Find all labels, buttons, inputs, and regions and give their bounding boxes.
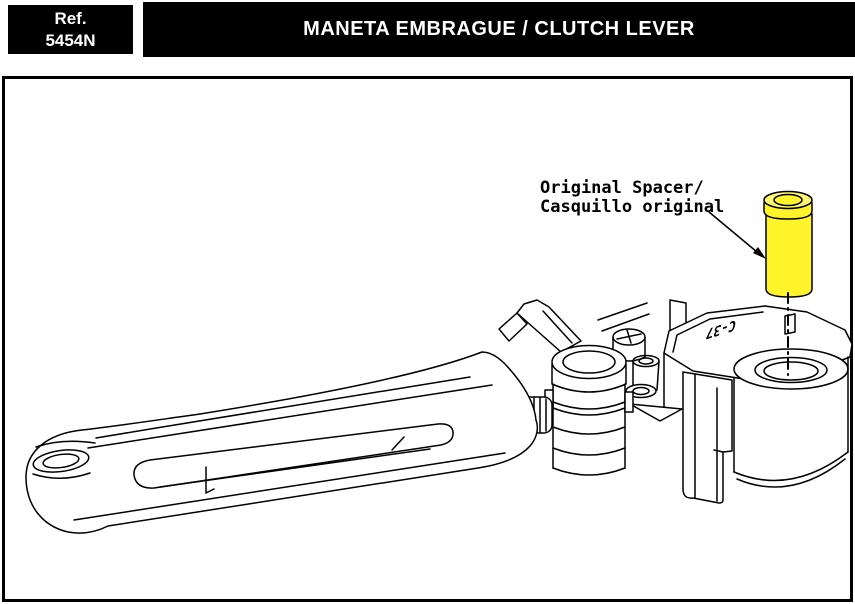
cable-guide-wedge bbox=[629, 403, 683, 422]
annotation-line2: Casquillo original bbox=[540, 197, 724, 217]
cam-notch bbox=[498, 312, 528, 342]
boss-hole bbox=[763, 361, 819, 381]
ball-end-rim bbox=[32, 440, 96, 479]
leader-line bbox=[708, 211, 758, 253]
bracket-strut bbox=[597, 302, 650, 332]
pivot-eye-wall bbox=[551, 363, 627, 393]
pivot-eye-inner bbox=[562, 350, 616, 374]
bracket-top-chamfer bbox=[672, 311, 764, 353]
bracket-top-tab bbox=[784, 313, 796, 335]
annotation-leader bbox=[708, 211, 766, 259]
annotation-line1: Original Spacer/ bbox=[540, 178, 704, 198]
screw-slot-cross bbox=[616, 329, 642, 344]
bracket-perch: C-37 bbox=[597, 299, 853, 504]
original-spacer bbox=[763, 190, 813, 298]
clamp-ear-top-hole bbox=[638, 357, 654, 365]
blade-slot bbox=[133, 423, 454, 489]
cam-arm-line bbox=[542, 310, 573, 344]
cable-cam-arm bbox=[516, 299, 582, 353]
blade-contours bbox=[73, 376, 506, 521]
boss-cylinder-sides bbox=[733, 356, 849, 473]
lever-blade bbox=[25, 351, 539, 534]
leader-arrowhead bbox=[753, 247, 766, 259]
boss-cylinder-bottom bbox=[733, 451, 849, 488]
clamp-ear-bottom-hole bbox=[632, 386, 650, 396]
blade-slot-lines bbox=[159, 436, 431, 494]
spacer-body bbox=[765, 213, 813, 298]
page-title: MANETA EMBRAGUE / CLUTCH LEVER bbox=[303, 18, 695, 40]
ref-number: 5454N bbox=[45, 30, 96, 50]
ref-label: Ref. bbox=[54, 9, 87, 29]
bracket-leg-lines bbox=[694, 373, 724, 502]
spacer-top-hole bbox=[773, 193, 803, 207]
title-bar: MANETA EMBRAGUE / CLUTCH LEVER bbox=[143, 2, 855, 57]
bracket-leg bbox=[682, 371, 733, 504]
annotation: Original Spacer/ Casquillo original bbox=[540, 178, 724, 217]
pivot-barrel-bands bbox=[552, 401, 626, 476]
ball-end-hole-inner bbox=[42, 453, 80, 469]
ref-number-box: Ref. 5454N bbox=[8, 5, 133, 54]
